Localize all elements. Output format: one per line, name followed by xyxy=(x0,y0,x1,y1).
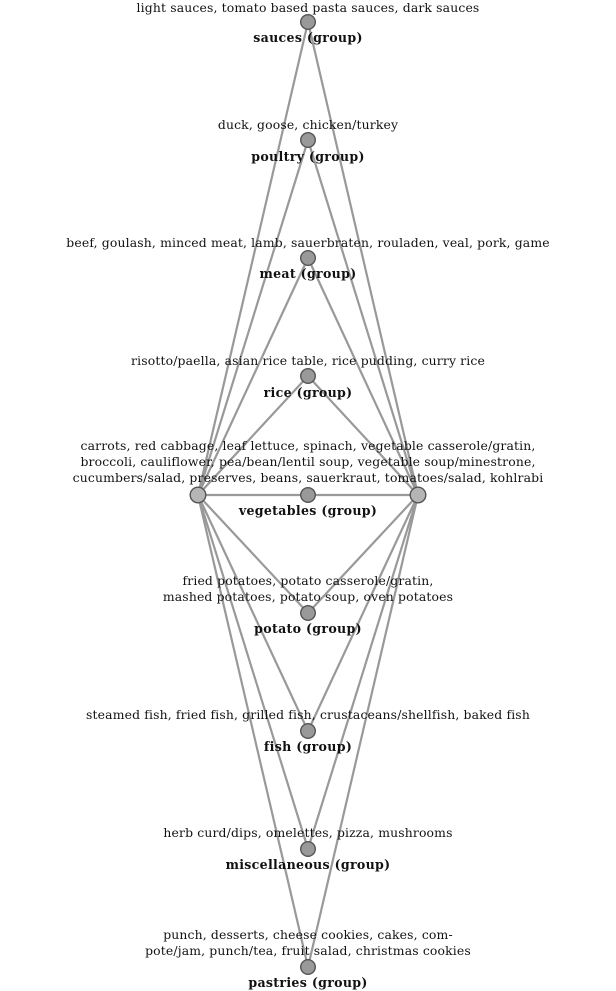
sauces-group-node xyxy=(300,13,317,31)
poultry-group-node xyxy=(300,131,317,148)
pastries-group-node xyxy=(300,959,317,976)
edge-meat-hub-right xyxy=(307,257,419,496)
vegetables-group-node xyxy=(300,487,317,504)
edge-fish-hub-right xyxy=(307,494,419,732)
fish-group-node xyxy=(300,723,317,740)
edge-fish-hub-left xyxy=(197,494,309,732)
edges xyxy=(196,21,420,968)
edge-poultry-hub-right xyxy=(306,139,420,496)
edge-rice-hub-left xyxy=(197,375,309,496)
meat-group-node xyxy=(300,249,317,266)
hub-right-node xyxy=(409,486,427,504)
edge-potato-hub-right xyxy=(307,494,419,614)
hub-left-node xyxy=(189,486,207,504)
edge-pastries-hub-right xyxy=(306,494,420,968)
nodes xyxy=(189,13,427,976)
edge-sauces-hub-left xyxy=(196,21,310,496)
edge-miscellaneous-hub-left xyxy=(196,494,310,850)
miscellaneous-group-node xyxy=(300,841,317,858)
rice-group-node xyxy=(300,368,317,385)
edge-poultry-hub-left xyxy=(196,139,310,496)
edge-sauces-hub-right xyxy=(306,21,420,496)
edge-potato-hub-left xyxy=(197,494,309,614)
potato-group-node xyxy=(300,605,317,622)
edge-miscellaneous-hub-right xyxy=(306,494,420,850)
edge-rice-hub-right xyxy=(307,375,419,496)
edge-pastries-hub-left xyxy=(196,494,310,968)
edge-meat-hub-left xyxy=(197,257,309,496)
